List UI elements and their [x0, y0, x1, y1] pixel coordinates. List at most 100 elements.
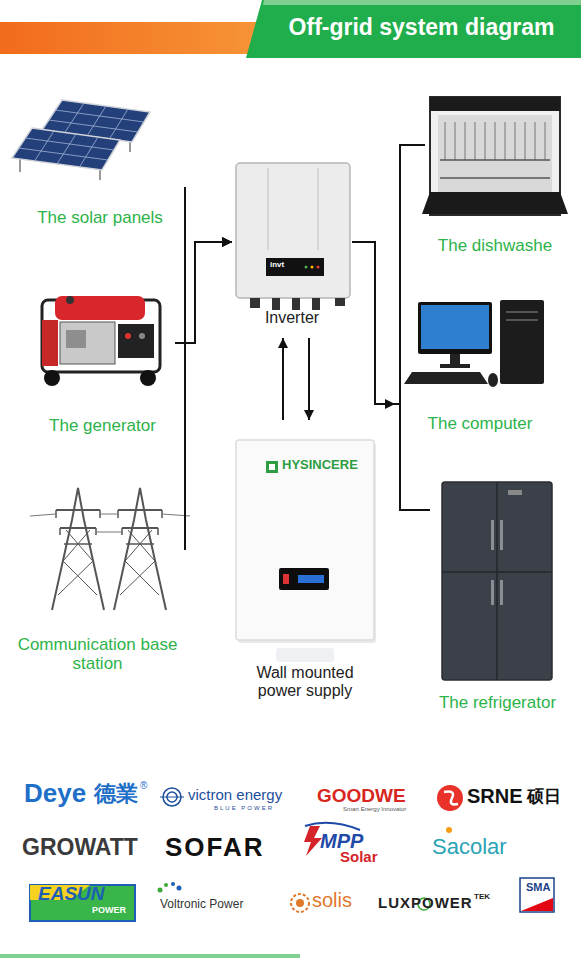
connector — [185, 187, 232, 343]
tower-illustration-part — [114, 488, 166, 610]
inverter-illustration-part — [272, 298, 280, 310]
arrow-head — [304, 410, 314, 420]
brand-label: victron energy — [188, 787, 282, 802]
tower-illustration — [30, 488, 190, 610]
header-band-part — [263, 0, 581, 5]
solar-panel-illustration-part — [129, 142, 131, 152]
device-node: HYSINCEREWall mounted power supply — [230, 420, 380, 705]
generator-illustration-part — [44, 370, 60, 386]
device-node: The generator — [30, 285, 175, 440]
computer-illustration-part — [440, 364, 470, 368]
connector — [175, 237, 232, 343]
brand-logo-marks-part — [30, 885, 135, 921]
solar-panel-illustration — [12, 100, 150, 180]
dishwasher-illustration-part — [465, 122, 466, 160]
generator-illustration-part — [125, 333, 131, 339]
brand-label: Sacolar — [432, 836, 507, 858]
refrigerator-illustration-part — [491, 520, 494, 550]
generator-illustration-part — [139, 333, 145, 339]
dishwasher-illustration — [422, 97, 568, 215]
device-node: Communication base station — [10, 485, 185, 675]
brand-label: BLUE POWER — [214, 805, 274, 811]
dishwasher-illustration-part — [525, 122, 526, 160]
brand-logo-marks-part — [437, 785, 463, 811]
node-label: The computer — [395, 414, 565, 433]
brand-label: Deye — [24, 780, 86, 806]
inverter-illustration-part — [305, 266, 308, 269]
computer-illustration-part — [506, 311, 538, 313]
battery-illustration-part — [283, 574, 289, 584]
node-label: Communication base station — [10, 635, 185, 673]
connector-line — [352, 242, 430, 510]
inverter-illustration-part — [267, 168, 269, 250]
brand-logo-marks-part — [164, 883, 168, 887]
computer-illustration-part — [404, 372, 488, 384]
connector-line — [352, 242, 395, 404]
brand-logo-marks-part — [444, 792, 458, 805]
dishwasher-illustration-part — [485, 122, 486, 160]
dishwasher-illustration-part — [505, 122, 506, 160]
brand-logo-marks-part — [291, 894, 309, 912]
computer-illustration-part — [500, 300, 544, 384]
arrow-head — [222, 237, 232, 247]
connector — [185, 237, 232, 550]
battery-illustration-part — [269, 464, 275, 470]
computer-illustration-part — [450, 354, 460, 364]
brand-label: solis — [312, 890, 352, 910]
node-label: The generator — [20, 416, 185, 435]
computer-illustration-part — [506, 319, 538, 321]
node-label: Wall mounted power supply — [240, 664, 370, 700]
brand-label: LUXPOWER — [378, 895, 473, 910]
refrigerator-illustration-part — [442, 571, 552, 573]
tower-illustration-part — [30, 514, 56, 516]
dishwasher-illustration-part — [440, 159, 550, 161]
dishwasher-illustration-part — [440, 177, 550, 179]
connector — [352, 242, 430, 510]
connector-line — [185, 242, 232, 550]
header-band — [0, 0, 581, 58]
generator-illustration-part — [66, 330, 86, 348]
generator-illustration-part — [118, 324, 154, 358]
battery-illustration-part — [279, 568, 329, 590]
solar-panel-illustration-part — [99, 170, 101, 180]
footer-stripe — [0, 954, 300, 958]
refrigerator-illustration-part — [500, 580, 503, 605]
dishwasher-illustration-part — [535, 122, 536, 160]
refrigerator-illustration-part — [442, 482, 552, 680]
device-node: The refrigerator — [430, 480, 565, 720]
dishwasher-illustration-part — [515, 122, 516, 160]
brand-label: MPP — [320, 831, 363, 851]
computer-illustration — [404, 300, 544, 387]
solar-panel-illustration-part — [12, 128, 120, 170]
brand-logo-marks-part — [304, 826, 322, 856]
brand-logo-marks-part — [521, 898, 553, 911]
brand-label: 硕日 — [527, 788, 561, 805]
inverter-illustration — [236, 163, 350, 310]
brand-label: GROWATT — [22, 836, 138, 859]
brand-label: Voltronic Power — [160, 898, 243, 910]
solar-panel-illustration-part — [35, 131, 55, 161]
node-label: The dishwashe — [415, 236, 575, 255]
connector — [278, 338, 288, 420]
computer-illustration-part — [421, 305, 489, 349]
brand-logo-marks-part — [305, 823, 360, 830]
battery-illustration — [236, 440, 376, 662]
brand-label: Solar — [340, 849, 378, 864]
refrigerator-illustration-part — [508, 490, 522, 495]
node-label: Inverter — [232, 309, 352, 327]
brand-label: SOFAR — [165, 834, 265, 860]
node-label: The solar panels — [15, 208, 185, 227]
brand-logo-marks-part — [446, 827, 452, 833]
inverter-illustration-part — [266, 258, 324, 276]
refrigerator-illustration-part — [500, 520, 503, 550]
dishwasher-illustration-part — [475, 122, 476, 160]
header-band-part — [246, 0, 581, 58]
solar-panel-illustration-part — [80, 137, 99, 167]
inverter-illustration-part — [312, 298, 320, 310]
brand-logo-marks-part — [296, 899, 304, 907]
brand-logo-marks-part — [177, 886, 182, 891]
inverter-illustration-part — [311, 266, 314, 269]
connector-line — [282, 338, 284, 420]
